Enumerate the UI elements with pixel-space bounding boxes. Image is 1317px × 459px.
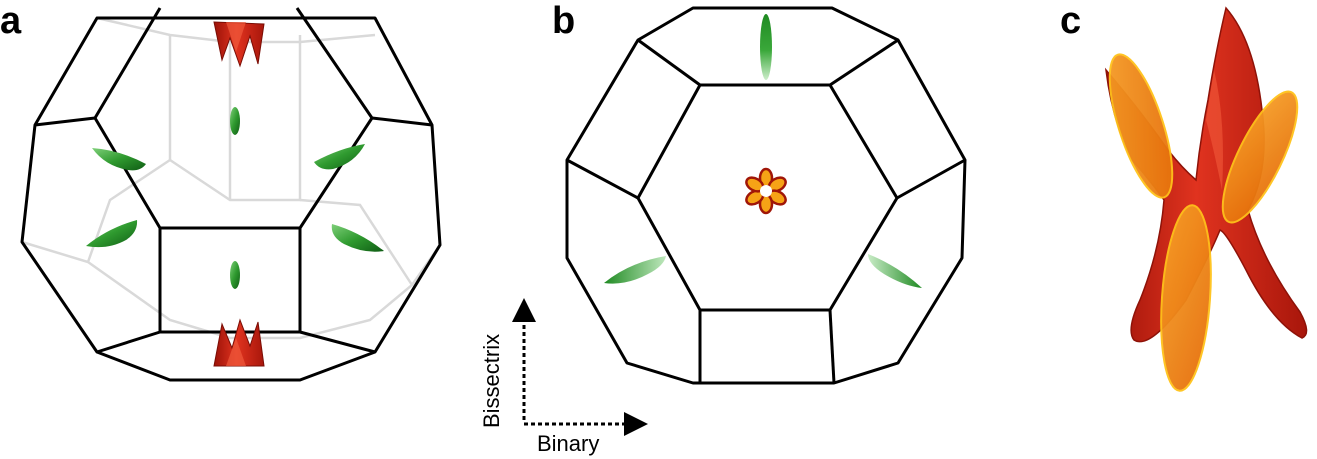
panel-a-electron-pocket-right-lower <box>331 224 384 252</box>
panel-a-hole-pocket-bottom <box>213 318 265 367</box>
panel-a-label: a <box>0 0 22 42</box>
panel-c-hole-ellipsoid-left <box>1108 53 1174 199</box>
panel-b-orientation-axes: Bissectrix Binary <box>479 298 648 456</box>
panel-c: c <box>1060 0 1308 392</box>
panel-c-hole-ellipsoid-bottom <box>1160 204 1212 392</box>
panel-b-electron-pocket-left <box>604 256 666 284</box>
panel-b-electron-pocket-right <box>868 254 922 288</box>
panel-a: a <box>0 0 442 382</box>
panel-b-edges <box>565 6 967 385</box>
binary-label: Binary <box>537 431 599 456</box>
panel-b: b <box>479 0 967 456</box>
panel-b-label: b <box>552 0 575 42</box>
panel-a-hole-pocket-top <box>213 21 265 68</box>
bissectrix-label: Bissectrix <box>479 334 504 428</box>
panel-a-electron-pocket-left-upper <box>92 148 146 171</box>
panel-a-front-edges <box>20 7 442 382</box>
panel-a-electron-pocket-lower-center <box>230 261 240 289</box>
panel-c-hole-surface <box>1104 6 1308 343</box>
panel-a-electron-pocket-upper-center <box>230 107 240 135</box>
panel-a-electron-pocket-left-lower <box>86 220 138 248</box>
panel-a-back-edges <box>21 16 442 340</box>
panel-c-label: c <box>1060 0 1081 42</box>
panel-b-electron-pocket-top <box>760 14 772 80</box>
panel-c-hole-ellipsoid-right <box>1221 90 1299 224</box>
panel-a-electron-pocket-right-upper <box>314 144 365 170</box>
panel-b-hole-pocket-flower <box>745 167 787 215</box>
